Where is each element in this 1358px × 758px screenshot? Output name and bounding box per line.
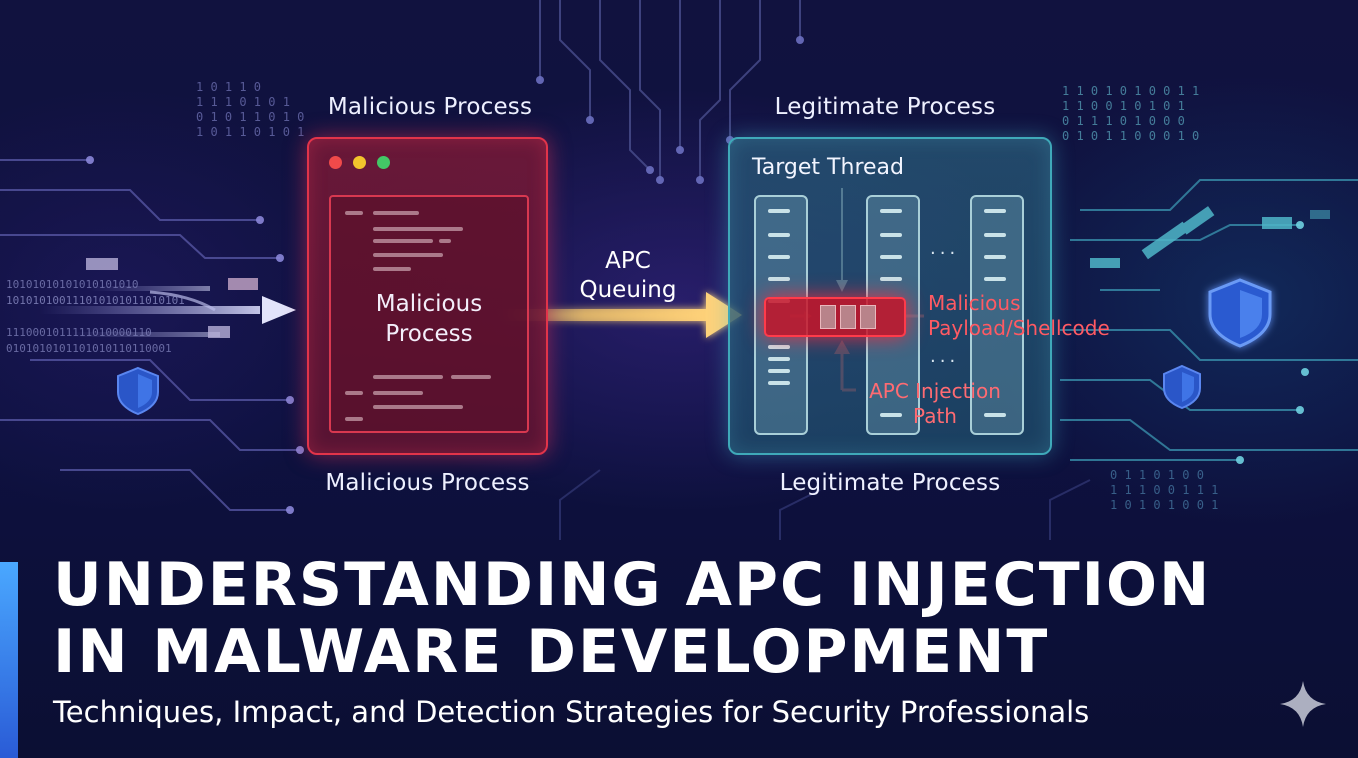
title-accent-bar [0,562,18,758]
malicious-center-line1: Malicious [375,291,483,317]
binary-text: 0 1 1 1 0 1 0 0 0 [1062,114,1185,128]
malicious-payload-label: Malicious Payload/Shellcode [928,291,1110,341]
payload-label-line1: Malicious [928,291,1021,315]
shield-icon [117,366,159,416]
binary-bottom-right: 0 1 1 0 1 0 0 1 1 1 0 0 1 1 1 1 0 1 0 1 … [1110,468,1218,513]
title-line1: UNDERSTANDING APC INJECTION [53,550,1212,620]
malicious-center-line2: Process [385,321,473,347]
binary-left-3: 1110001011111010000110 [6,326,152,339]
binary-left-2: 101010100111010101011010101 [6,294,185,307]
shield-icon [1208,278,1272,348]
injection-label-line1: APC Injection [869,379,1001,403]
legitimate-process-bottom-label: Legitimate Process [779,470,1001,496]
ellipsis: ... [930,238,960,259]
payload-label-line2: Payload/Shellcode [928,316,1110,340]
binary-text: 0 1 0 1 1 0 0 0 1 0 [1062,129,1200,143]
malicious-code-panel: Malicious Process [329,195,529,433]
maximize-dot-icon [377,156,390,169]
legitimate-process-top-label: Legitimate Process [774,94,996,120]
malicious-process-center: Malicious Process [331,289,527,349]
binary-text: 0 1 0 1 1 0 1 0 [196,110,305,124]
ellipsis: ... [930,346,960,367]
sparkle-icon [1280,681,1326,727]
apc-queuing-arrow [500,292,742,338]
left-circuit-traces [0,159,300,511]
malicious-process-window: Malicious Process [307,137,548,455]
binary-text: 1 0 1 1 0 1 0 1 [196,125,305,139]
minimize-dot-icon [353,156,366,169]
binary-text: 1 1 0 1 0 1 0 0 1 1 [1062,84,1200,98]
apc-label-line2: Queuing [579,277,677,303]
apc-injection-path-label: APC Injection Path [858,379,1012,429]
incoming-data-stream [40,258,296,338]
close-dot-icon [329,156,342,169]
page-subtitle: Techniques, Impact, and Detection Strate… [53,695,1090,729]
binary-text: 1 0 1 1 0 [196,80,262,94]
malicious-process-top-label: Malicious Process [327,94,533,120]
binary-text: 1 1 1 0 0 1 1 1 [1110,483,1219,497]
title-line2: IN MALWARE DEVELOPMENT [53,617,1050,687]
thread-column [970,195,1024,435]
binary-left-4: 0101010101101010110110001 [6,342,172,355]
apc-label-line1: APC [605,248,651,274]
binary-top-left: 1 0 1 1 0 1 1 1 0 1 0 1 0 1 0 1 1 0 1 0 … [196,80,304,140]
binary-text: 1 0 1 0 1 0 0 1 [1110,498,1219,512]
injection-label-line2: Path [913,404,957,428]
target-thread-label: Target Thread [752,155,904,180]
binary-left-1: 10101010101010101010 [6,278,139,291]
injected-apc-payload [764,297,906,337]
binary-text: 1 1 1 0 1 0 1 [196,95,290,109]
binary-top-right: 1 1 0 1 0 1 0 0 1 1 1 1 0 0 1 0 1 0 1 0 … [1062,84,1199,144]
page-title: UNDERSTANDING APC INJECTION IN MALWARE D… [53,552,1211,686]
right-circuit-traces [1060,179,1358,461]
right-data-packets [1090,206,1330,268]
apc-queuing-label: APC Queuing [568,247,688,305]
top-circuit-traces [539,0,801,180]
shield-icon [1163,364,1201,410]
binary-text: 0 1 1 0 1 0 0 [1110,468,1204,482]
malicious-process-bottom-label: Malicious Process [325,470,530,496]
binary-text: 1 1 0 0 1 0 1 0 1 [1062,99,1185,113]
